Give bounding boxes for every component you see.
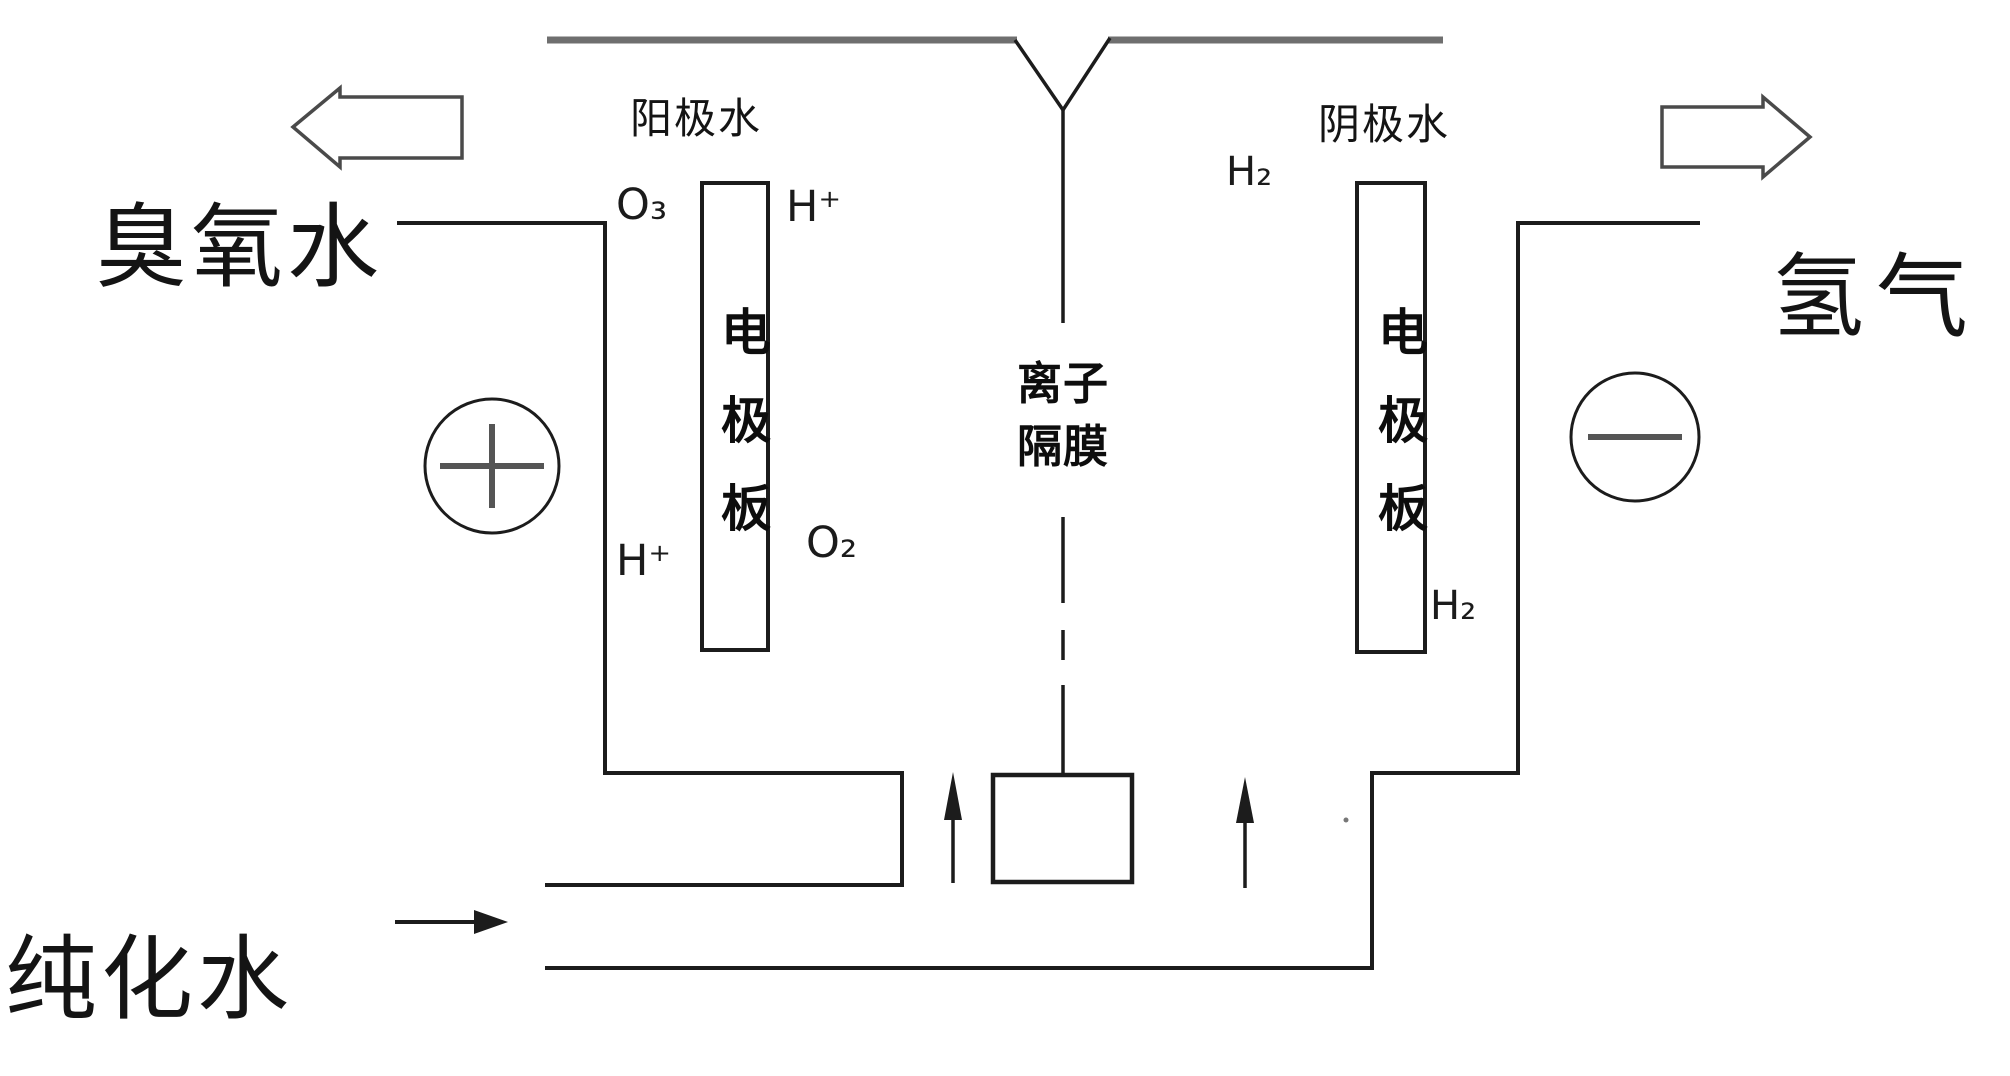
membrane-base-box xyxy=(990,772,1135,885)
anode-electrode-plate xyxy=(700,181,770,652)
plus-icon xyxy=(440,424,544,508)
ozone-water-label: 臭氧水 xyxy=(95,197,384,299)
membrane-feed-funnel xyxy=(1013,37,1112,114)
ion-membrane-label-line2: 隔膜 xyxy=(1016,421,1109,472)
h2-top-label: H₂ xyxy=(1226,149,1273,195)
anode-water-label: 阳极水 xyxy=(630,95,763,142)
h-plus-top-label: H⁺ xyxy=(786,182,842,232)
o2-label: O₂ xyxy=(806,518,858,568)
inlet-arrow-icon xyxy=(395,910,508,934)
h-plus-bottom-label: H⁺ xyxy=(616,536,672,586)
cathode-cell-wall xyxy=(545,221,1700,970)
purified-water-label: 纯化水 xyxy=(5,929,294,1031)
up-arrow-anode-icon xyxy=(944,772,962,883)
o3-label: O₃ xyxy=(616,180,668,230)
anode-electrode-plate-label: 电极板 xyxy=(714,306,770,570)
positive-terminal-circle xyxy=(423,397,561,535)
cathode-electrode-plate-label: 电极板 xyxy=(1371,306,1427,570)
h2-bottom-label: H₂ xyxy=(1430,583,1477,629)
left-outflow-arrow-icon xyxy=(290,84,464,171)
ion-membrane-label-line1: 离子 xyxy=(1016,358,1109,409)
up-arrow-cathode-icon xyxy=(1236,777,1254,888)
cathode-water-label: 阴极水 xyxy=(1318,101,1451,148)
hydrogen-gas-label: 氢气 xyxy=(1772,247,1981,349)
negative-terminal-circle xyxy=(1569,371,1701,503)
cathode-electrode-plate xyxy=(1355,181,1427,654)
print-speck xyxy=(1343,817,1349,823)
ion-membrane-label: 离子 隔膜 xyxy=(1013,352,1113,478)
anode-cell-wall xyxy=(397,221,904,887)
right-outflow-arrow-icon xyxy=(1660,93,1813,181)
